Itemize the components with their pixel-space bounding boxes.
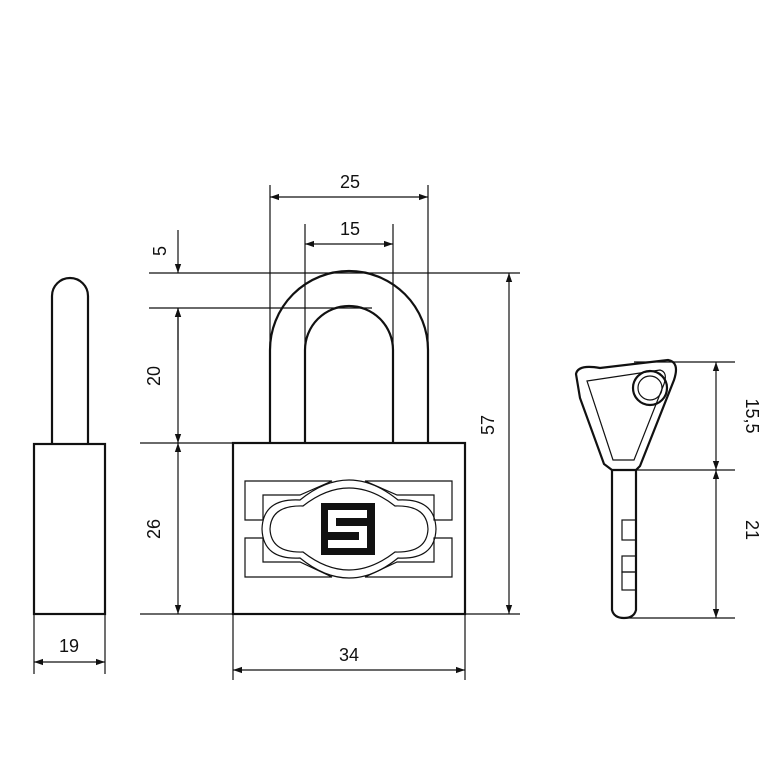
dim-shackle-inner-width: 15	[340, 219, 360, 239]
shackle-outer	[268, 269, 430, 443]
key-ring-hole	[631, 369, 669, 407]
dim-side-width: 19	[59, 636, 79, 656]
dim-body-width: 34	[339, 645, 359, 665]
key-notch	[621, 555, 637, 573]
padlock-side-view: 19	[32, 276, 107, 674]
s-logo-icon	[321, 503, 375, 555]
padlock-front-view: 25 15 5 20 26 57 34	[140, 172, 520, 680]
dim-shackle-thickness: 5	[150, 246, 170, 256]
dim-body-height: 26	[144, 519, 164, 539]
dim-key-head-height: 15,5	[742, 398, 762, 433]
key-notch	[621, 519, 637, 541]
key-view: 15,5 21	[574, 358, 762, 620]
dim-total-height: 57	[478, 415, 498, 435]
dim-key-blade-length: 21	[742, 520, 762, 540]
body-ornament	[244, 479, 453, 579]
side-body	[32, 442, 107, 616]
key-blade	[610, 470, 638, 620]
key-head-inset	[586, 369, 666, 461]
side-shackle	[50, 276, 90, 444]
key-notch	[621, 571, 637, 591]
key-head	[574, 358, 678, 472]
dim-shackle-outer-width: 25	[340, 172, 360, 192]
key-ring-hole-inner	[637, 375, 663, 401]
dim-shackle-clearance: 20	[144, 366, 164, 386]
shackle-inner	[303, 304, 395, 443]
